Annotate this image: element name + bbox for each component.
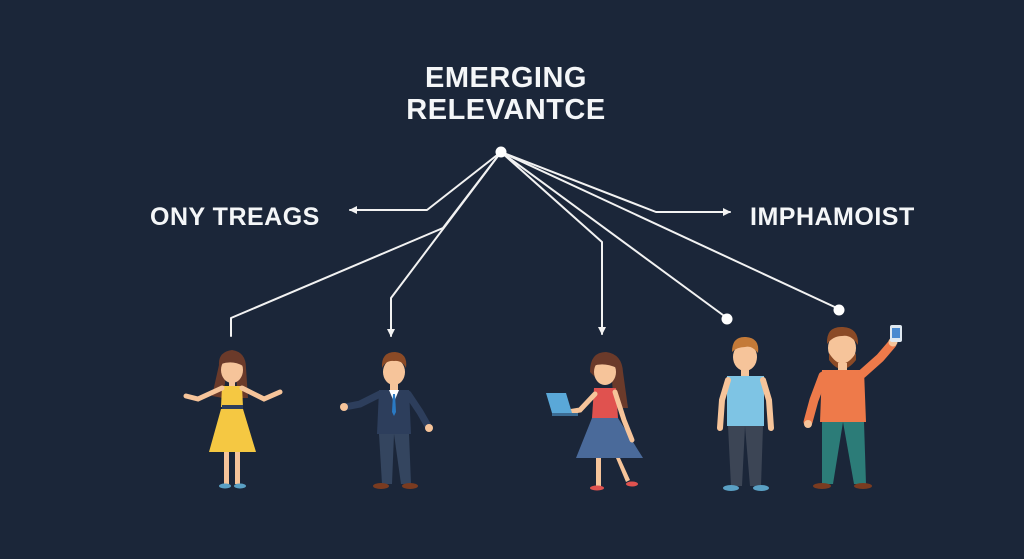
person-woman-laptop [546, 352, 643, 491]
connector-to-person-2 [387, 151, 502, 337]
person-man-light-blue-shirt [717, 336, 774, 491]
connector-to-person-4 [500, 151, 728, 319]
end-node-person-5 [833, 304, 845, 316]
hub-node [495, 146, 507, 158]
title-line-1: EMERGING [425, 62, 587, 94]
connector-to-left-label [349, 151, 502, 214]
diagram-title: EMERGING RELEVANTCE [330, 62, 682, 126]
connector-to-person-3 [500, 151, 606, 335]
right-branch-label: IMPHAMOIST [750, 203, 915, 231]
title-line-2: RELEVANTCE [406, 94, 606, 126]
connector-to-right-label [500, 151, 731, 216]
person-woman-yellow-dress [183, 350, 283, 489]
connector-to-person-5 [500, 151, 840, 310]
connector-to-person-1 [230, 151, 502, 337]
person-man-navy-suit [340, 352, 433, 489]
end-node-person-4 [721, 313, 733, 325]
person-man-orange-shirt-phone [803, 325, 902, 489]
left-branch-label: ONY TREAGS [150, 203, 320, 231]
